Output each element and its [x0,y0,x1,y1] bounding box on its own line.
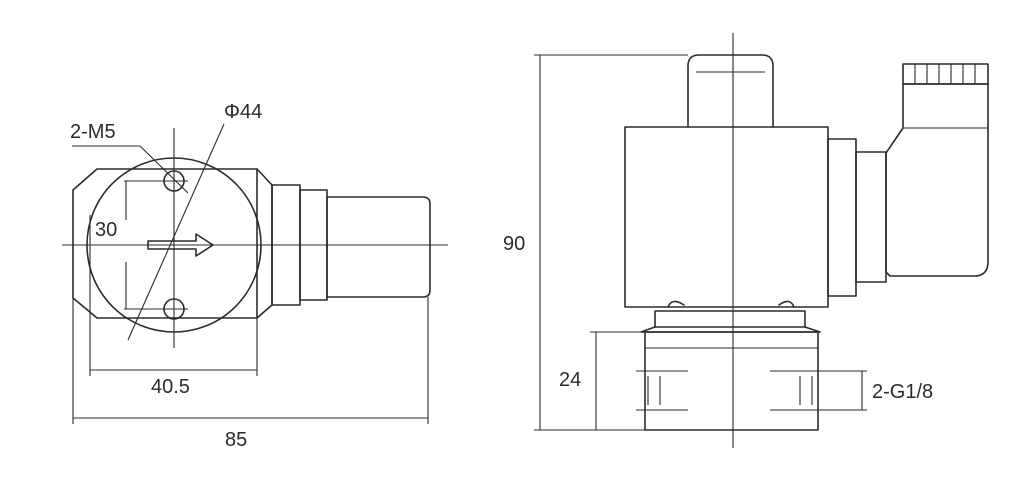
thread-callout: 2-M5 [70,121,189,194]
side-view: 90 24 2-G1/8 [503,33,989,448]
length-label: 85 [225,429,247,451]
hole-spacing-dimension: 30 [95,180,174,310]
retaining-nut [640,300,821,333]
height-label: 90 [503,233,525,255]
port-label: 2-G1/8 [872,381,933,403]
coil-side-step-2 [855,151,887,283]
diameter-label: Φ44 [224,101,262,123]
base-height-label: 24 [559,369,581,391]
port-dimension: 2-G1/8 [830,370,933,411]
width-dimension: 40.5 [89,215,258,398]
length-dimension: 85 [72,297,429,451]
flow-arrow-icon [147,233,214,257]
width-label: 40.5 [151,376,190,398]
port-left [636,370,688,411]
plug-connector [885,83,989,277]
base-height-dimension: 24 [559,331,645,430]
plug-grip [902,63,989,85]
connector-cap [326,196,431,298]
valve-base [644,331,819,431]
front-view: 2-M5 Φ44 30 40.5 85 [62,101,448,451]
hole-spacing-label: 30 [95,219,117,241]
port-right [770,370,830,411]
top-stem [687,54,774,128]
coil-side-step [827,138,857,297]
coil-block [624,126,829,308]
diameter-callout: Φ44 [127,101,262,341]
thread-label: 2-M5 [70,121,116,143]
height-dimension: 90 [503,54,688,431]
